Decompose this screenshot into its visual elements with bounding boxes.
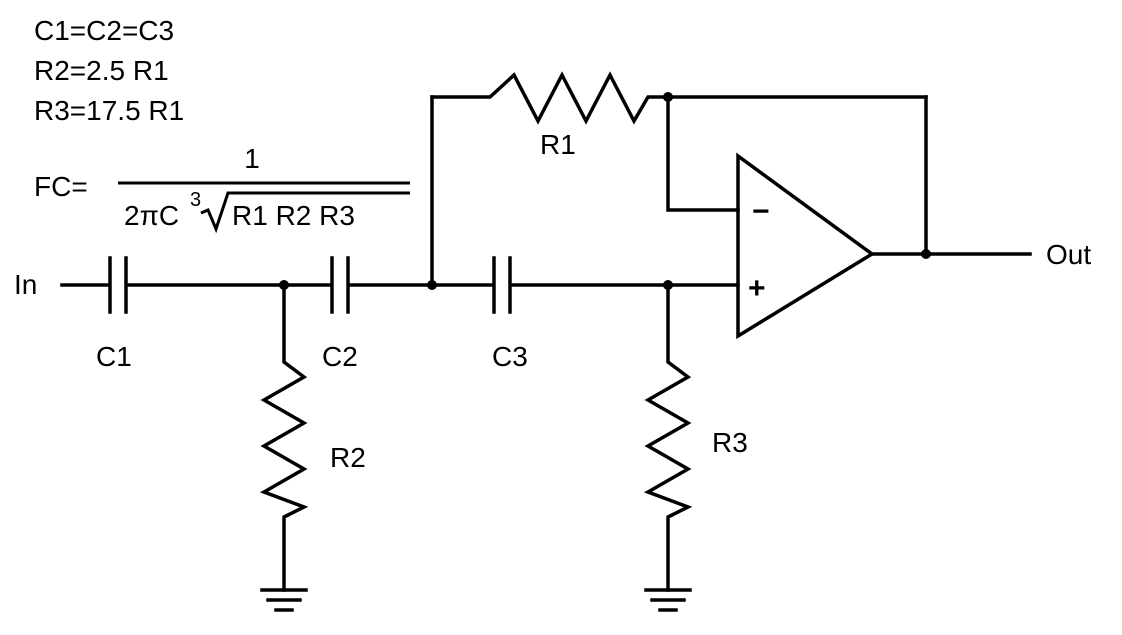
r2-label: R2 bbox=[330, 442, 366, 473]
c2-label: C2 bbox=[322, 341, 358, 372]
capacitor-c2 bbox=[330, 256, 350, 314]
c3-label: C3 bbox=[492, 341, 528, 372]
opamp-inverting-sign: − bbox=[752, 195, 770, 228]
ground-symbol-r3 bbox=[644, 588, 692, 612]
resistor-r2 bbox=[259, 283, 309, 592]
input-label: In bbox=[14, 269, 37, 300]
equation-r2: R2=2.5 R1 bbox=[34, 55, 169, 86]
opamp-triangle bbox=[736, 152, 876, 340]
r1-label: R1 bbox=[540, 129, 576, 160]
junction-c1-c2-r2 bbox=[279, 280, 289, 290]
equation-capacitors: C1=C2=C3 bbox=[34, 15, 174, 46]
capacitor-c1 bbox=[108, 256, 128, 314]
r3-label: R3 bbox=[712, 427, 748, 458]
formula-radicand: R1 R2 R3 bbox=[232, 200, 355, 231]
junction-output bbox=[921, 249, 931, 259]
radical-sign bbox=[200, 191, 410, 234]
opamp-noninverting-sign: + bbox=[748, 272, 766, 305]
cutoff-frequency-formula: FC= 1 2πC 3 R1 R2 R3 bbox=[34, 143, 410, 234]
c1-label: C1 bbox=[96, 341, 132, 372]
resistor-r3 bbox=[643, 283, 693, 592]
ground-symbol-r2 bbox=[260, 588, 308, 612]
formula-denominator-prefix: 2πC bbox=[124, 200, 179, 231]
junction-r1-minus bbox=[663, 92, 673, 102]
wire-inverting-feedback bbox=[666, 95, 740, 212]
formula-lhs: FC= bbox=[34, 171, 88, 202]
root-index: 3 bbox=[190, 189, 201, 211]
junction-c3-r3-plus bbox=[663, 280, 673, 290]
output-label: Out bbox=[1046, 239, 1091, 270]
resistor-r1 bbox=[430, 71, 928, 125]
equation-r3: R3=17.5 R1 bbox=[34, 95, 184, 126]
capacitor-c3 bbox=[492, 256, 512, 314]
formula-numerator: 1 bbox=[244, 143, 260, 174]
junction-c2-c3-r1 bbox=[427, 280, 437, 290]
